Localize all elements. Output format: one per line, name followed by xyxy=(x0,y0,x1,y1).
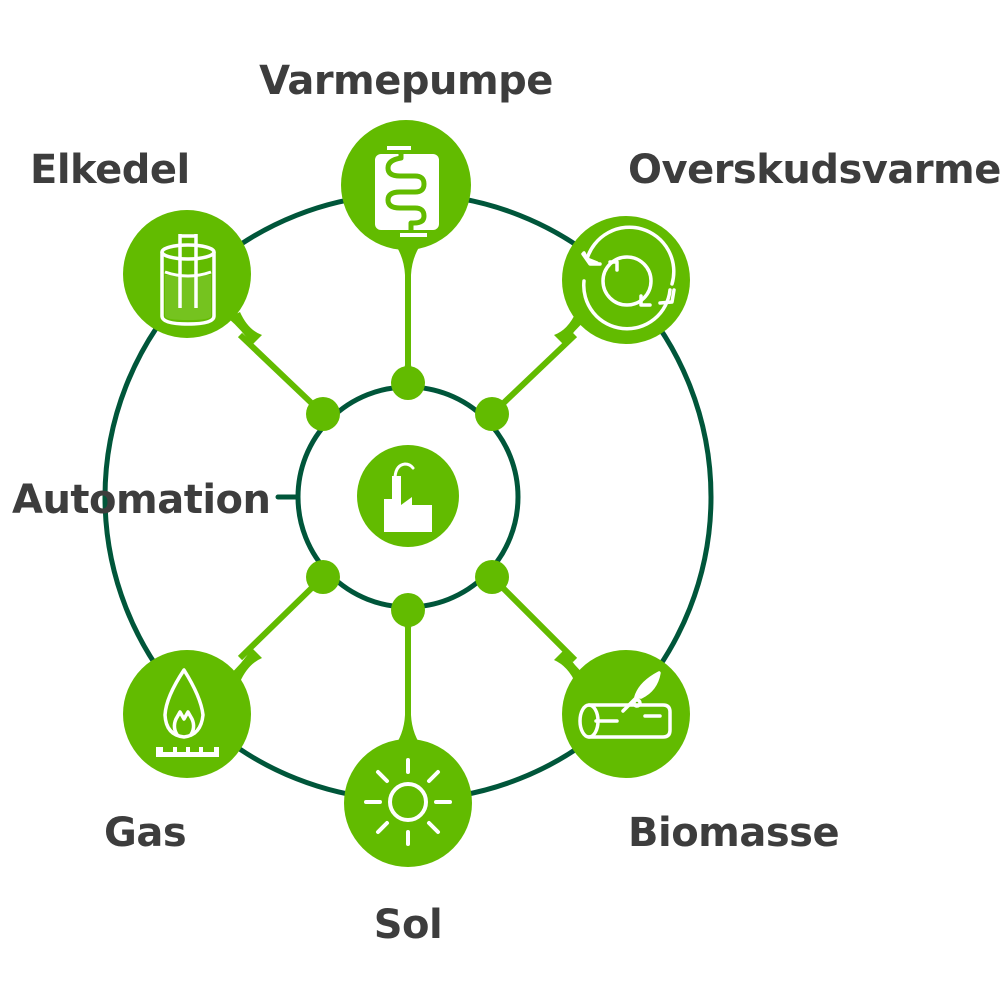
center-node xyxy=(357,445,459,547)
node-varmepumpe[interactable] xyxy=(341,120,471,250)
label-biomasse: Biomasse xyxy=(628,810,839,856)
factory-icon xyxy=(384,462,432,532)
connector-varmepumpe xyxy=(391,240,425,400)
connector-sol xyxy=(391,593,425,750)
heat-pump-icon xyxy=(375,146,439,237)
log-with-leaf-icon xyxy=(578,671,672,739)
node-overskudsvarme[interactable] xyxy=(562,216,690,344)
label-automation: Automation xyxy=(12,477,271,523)
label-elkedel: Elkedel xyxy=(30,147,190,193)
gas-flame-icon xyxy=(156,668,219,757)
recycle-arrows-icon xyxy=(581,225,676,331)
electric-boiler-icon xyxy=(160,234,216,326)
label-sol: Sol xyxy=(374,902,443,948)
sun-icon xyxy=(364,758,452,846)
label-overskudsvarme: Overskudsvarme xyxy=(628,147,1000,193)
connector-biomasse xyxy=(475,560,588,684)
connector-gas xyxy=(228,560,340,682)
node-sol[interactable] xyxy=(344,739,472,867)
connector-elkedel xyxy=(228,312,340,431)
node-gas[interactable] xyxy=(123,650,251,778)
node-elkedel[interactable] xyxy=(123,210,251,338)
label-varmepumpe: Varmepumpe xyxy=(259,58,553,104)
label-gas: Gas xyxy=(104,810,186,856)
connector-overskudsvarme xyxy=(475,312,588,431)
connectors xyxy=(228,240,588,750)
node-biomasse[interactable] xyxy=(562,650,690,778)
